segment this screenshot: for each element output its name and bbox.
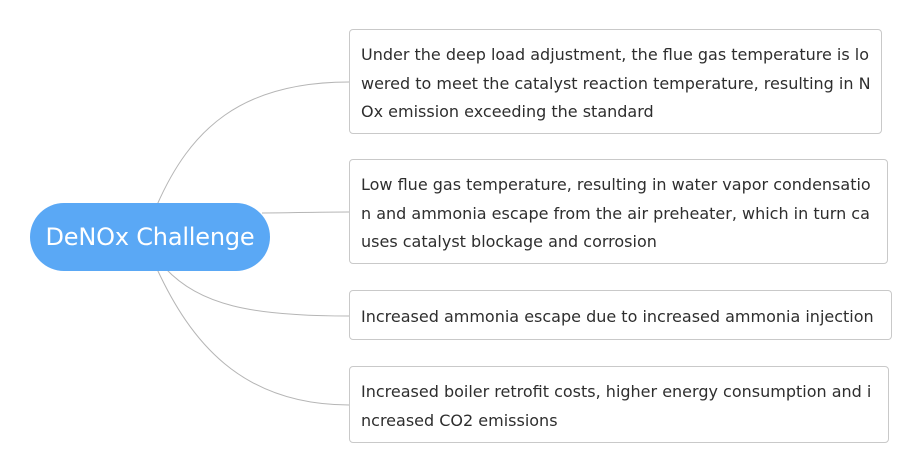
subtopic-card[interactable]: Low flue gas temperature, resulting in w… bbox=[349, 159, 888, 264]
connector-topic-1 bbox=[156, 81, 350, 206]
central-topic[interactable]: DeNOx Challenge bbox=[30, 203, 270, 271]
subtopic-text: Increased boiler retrofit costs, higher … bbox=[361, 382, 872, 430]
subtopic-text: Increased ammonia escape due to increase… bbox=[361, 307, 874, 326]
connector-topic-2 bbox=[261, 211, 350, 214]
subtopic-card[interactable]: Under the deep load adjustment, the flue… bbox=[349, 29, 882, 134]
subtopic-text: Low flue gas temperature, resulting in w… bbox=[361, 175, 871, 251]
central-topic-label: DeNOx Challenge bbox=[45, 223, 255, 251]
subtopic-card[interactable]: Increased boiler retrofit costs, higher … bbox=[349, 366, 889, 443]
subtopic-text: Under the deep load adjustment, the flue… bbox=[361, 45, 871, 121]
subtopic-card[interactable]: Increased ammonia escape due to increase… bbox=[349, 290, 892, 340]
connector-topic-4 bbox=[156, 268, 350, 406]
connector-topic-3 bbox=[164, 267, 350, 317]
